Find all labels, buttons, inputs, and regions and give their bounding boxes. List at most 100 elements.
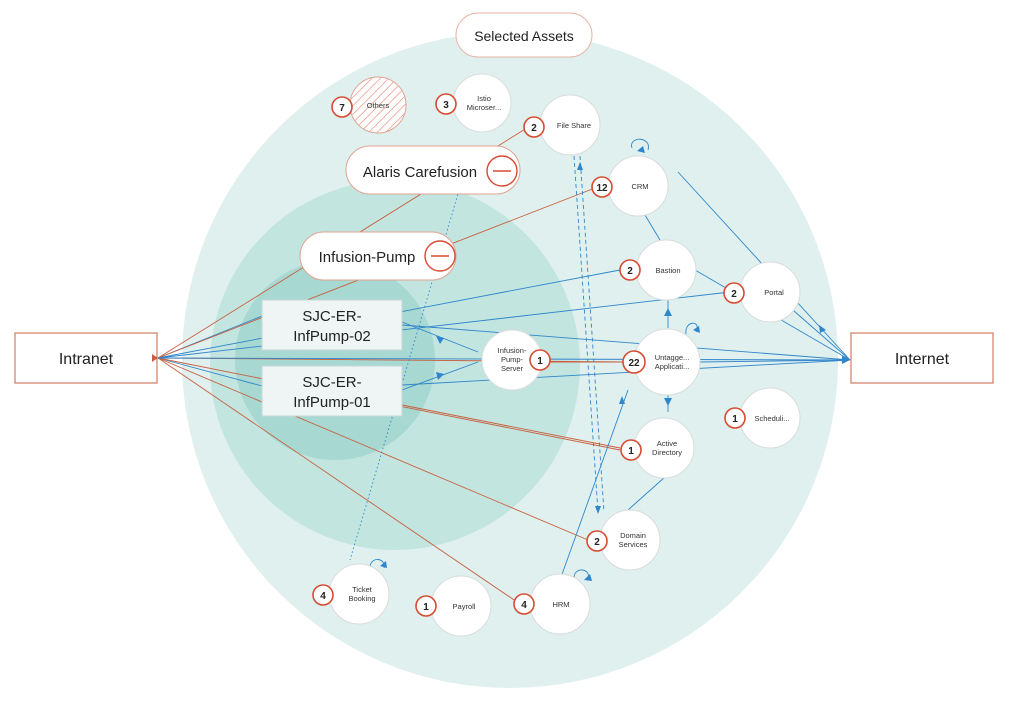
intranet-label: Intranet (59, 351, 114, 368)
count-badge (586, 530, 608, 552)
count-badge-text: 1 (732, 414, 738, 425)
count-badge-text: 3 (443, 100, 449, 111)
node-label-line: Microser... (467, 103, 502, 112)
count-badge-text: 1 (537, 356, 543, 367)
device-label-line: SJC-ER- (302, 374, 361, 391)
node-crm[interactable]: CRM 12 (591, 155, 669, 217)
count-badge-text: 2 (731, 289, 737, 300)
arrowhead (664, 308, 672, 316)
node-label-line: CRM (631, 182, 648, 191)
group-pill-label: Infusion-Pump (319, 249, 416, 266)
node-label-line: File Share (557, 121, 591, 130)
count-badge (622, 350, 646, 374)
node-istio[interactable]: Istio Microser... 3 (435, 73, 512, 133)
edge (573, 155, 599, 513)
node-file-share[interactable]: File Share 2 (523, 94, 601, 156)
node-label-line: Pump- (501, 355, 524, 364)
count-badge (619, 259, 641, 281)
arrowhead (577, 162, 583, 170)
count-badge (523, 116, 545, 138)
count-badge-text: 12 (596, 183, 608, 194)
edge (627, 476, 666, 511)
node-label-line: Portal (764, 288, 784, 297)
group-pill-alaris[interactable]: Alaris Carefusion (345, 145, 521, 195)
count-badge (724, 407, 746, 429)
arrowhead (584, 574, 592, 581)
device-label-line: InfPump-01 (293, 394, 371, 411)
node-label-line: Services (619, 540, 648, 549)
edge (349, 159, 469, 561)
node-payroll[interactable]: Payroll 1 (415, 575, 492, 637)
edge (401, 404, 621, 449)
node-portal[interactable]: Portal 2 (723, 261, 801, 323)
group-pill-infusion-pump[interactable]: Infusion-Pump (299, 231, 457, 281)
arrowhead (619, 396, 625, 404)
arrowhead (380, 561, 387, 568)
count-badge-text: 4 (521, 600, 527, 611)
edge (157, 357, 589, 541)
arrowhead (819, 325, 826, 333)
count-badge-text: 2 (627, 266, 633, 277)
count-badge-text: 1 (628, 446, 634, 457)
node-label-line: Booking (348, 594, 375, 603)
count-badge (331, 96, 353, 118)
edge (579, 155, 605, 513)
edge (401, 324, 851, 361)
node-label-line: Ticket (352, 585, 373, 594)
intranet-endpoint[interactable]: Intranet (14, 332, 158, 384)
device-label-line: SJC-ER- (302, 308, 361, 325)
node-label-line: Infusion- (498, 346, 527, 355)
node-active-directory[interactable]: Active Directory 1 (620, 417, 695, 479)
count-badge (435, 93, 457, 115)
device-sjc-er-infpump-02[interactable]: SJC-ER- InfPump-02 (261, 299, 403, 351)
node-label-line: Payroll (453, 602, 476, 611)
node-label-line: Active (657, 439, 677, 448)
count-badge (312, 584, 334, 606)
node-hrm[interactable]: HRM 4 (513, 573, 591, 635)
device-sjc-er-infpump-01[interactable]: SJC-ER- InfPump-01 (261, 365, 403, 417)
edge (157, 357, 521, 605)
internet-label: Internet (895, 351, 950, 368)
self-loop (631, 138, 649, 151)
edge (699, 359, 851, 363)
node-label-line: Istio (477, 94, 491, 103)
internet-endpoint[interactable]: Internet (850, 332, 994, 384)
count-badge-text: 1 (423, 602, 429, 613)
node-bastion[interactable]: Bastion 2 (619, 239, 697, 301)
edge (157, 291, 731, 359)
arrowhead (152, 354, 158, 362)
node-scheduling[interactable]: Scheduli... 1 (724, 387, 801, 449)
arrowhead (664, 398, 672, 406)
node-label-line: Scheduli... (754, 414, 789, 423)
count-badge-text: 2 (594, 537, 600, 548)
node-label-line: Directory (652, 448, 682, 457)
node-untagged-applications[interactable]: Untagge... Applicati... 22 (622, 328, 701, 396)
node-label-line: Applicati... (655, 362, 690, 371)
count-badge-text: 2 (531, 123, 537, 134)
selected-assets-pill[interactable]: Selected Assets (455, 12, 593, 58)
node-others[interactable]: Others 7 (331, 76, 407, 134)
node-label-line: Bastion (655, 266, 680, 275)
node-domain-services[interactable]: Domain Services 2 (586, 509, 661, 571)
node-ticket-booking[interactable]: Ticket Booking 4 (312, 563, 390, 625)
count-badge-text: 22 (628, 358, 640, 369)
edge (157, 357, 263, 387)
node-infusion-pump-server[interactable]: Infusion- Pump- Server 1 (481, 329, 551, 391)
arrowhead (693, 326, 700, 333)
count-badge (591, 176, 613, 198)
count-badge-text: 7 (339, 103, 345, 114)
selected-assets-title: Selected Assets (474, 28, 574, 44)
group-pill-label: Alaris Carefusion (363, 164, 477, 181)
count-badge (723, 282, 745, 304)
node-label-line: Server (501, 364, 524, 373)
count-badge (529, 349, 551, 371)
arrowhead (595, 506, 601, 514)
arrowhead (436, 336, 444, 344)
arrowhead (842, 356, 850, 364)
edge (559, 389, 629, 581)
arrowhead (436, 372, 444, 380)
edge (644, 214, 661, 241)
count-badge (513, 593, 535, 615)
node-label-line: Others (367, 101, 390, 110)
